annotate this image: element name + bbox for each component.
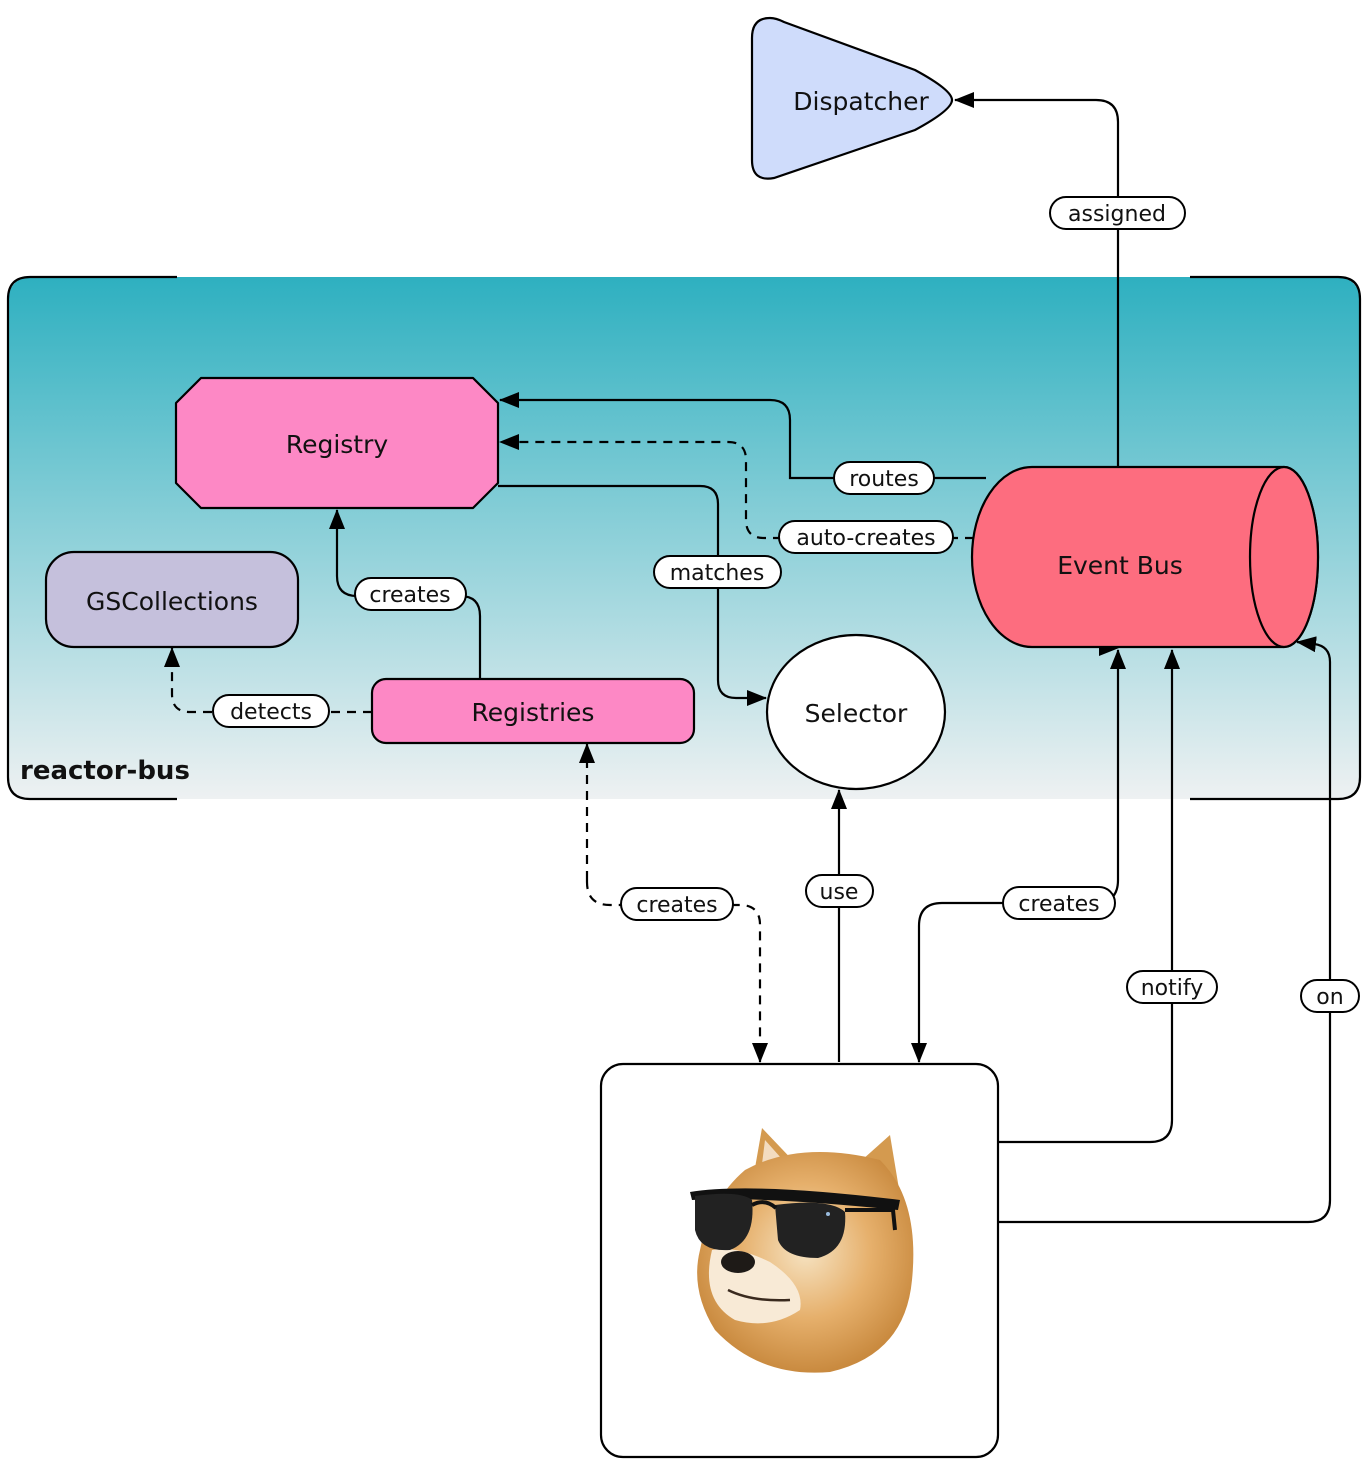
- dispatcher-label: Dispatcher: [793, 87, 929, 116]
- gscollections-node: GSCollections: [44, 550, 300, 649]
- nodes: Dispatcher Registry GSCollections Regist…: [44, 16, 1320, 1459]
- gscollections-label: GSCollections: [86, 587, 258, 616]
- client-node: [599, 1062, 1000, 1459]
- svg-text:notify: notify: [1141, 976, 1204, 1001]
- svg-text:use: use: [820, 880, 859, 905]
- event-bus-node: Event Bus: [970, 465, 1320, 649]
- label-auto-creates: auto-creates: [778, 520, 954, 554]
- edge-assigned: [954, 92, 1120, 466]
- registry-label: Registry: [286, 430, 389, 459]
- edge-auto-creates: [499, 434, 974, 540]
- label-detects: detects: [212, 694, 330, 728]
- svg-text:auto-creates: auto-creates: [796, 526, 935, 551]
- dispatcher-node: Dispatcher: [750, 16, 954, 180]
- registries-label: Registries: [472, 698, 595, 727]
- edges: [164, 92, 1332, 1224]
- event-bus-label: Event Bus: [1057, 551, 1183, 580]
- svg-text:creates: creates: [369, 583, 450, 608]
- edge-detects: [164, 647, 372, 714]
- label-notify: notify: [1126, 970, 1218, 1004]
- label-assigned: assigned: [1049, 196, 1186, 230]
- svg-text:routes: routes: [849, 467, 919, 492]
- edge-matches: [498, 484, 767, 706]
- label-matches: matches: [653, 555, 782, 589]
- edge-creates-event-bus-down: [911, 879, 1120, 1063]
- edge-routes: [499, 392, 986, 480]
- label-creates-registry: creates: [354, 577, 467, 611]
- svg-text:creates: creates: [636, 893, 717, 918]
- label-use: use: [805, 874, 874, 908]
- svg-text:creates: creates: [1018, 892, 1099, 917]
- group-label: reactor-bus: [20, 756, 190, 786]
- registries-node: Registries: [370, 677, 696, 745]
- edge-notify: [999, 649, 1180, 1144]
- svg-text:detects: detects: [230, 700, 312, 725]
- selector-label: Selector: [805, 699, 908, 728]
- label-on: on: [1300, 979, 1360, 1013]
- doge-image: [690, 1128, 914, 1373]
- edge-labels: assigned routes auto-creates matches cre…: [212, 196, 1360, 1013]
- svg-text:assigned: assigned: [1068, 202, 1166, 227]
- sunglasses-icon: [690, 1188, 900, 1258]
- registry-node: Registry: [174, 376, 500, 510]
- label-creates-event-bus: creates: [1002, 886, 1116, 920]
- selector-node: Selector: [765, 633, 947, 791]
- edge-on: [999, 636, 1332, 1224]
- svg-text:matches: matches: [670, 561, 765, 586]
- svg-text:on: on: [1316, 985, 1343, 1010]
- label-routes: routes: [833, 461, 935, 495]
- label-creates-registries: creates: [620, 887, 734, 921]
